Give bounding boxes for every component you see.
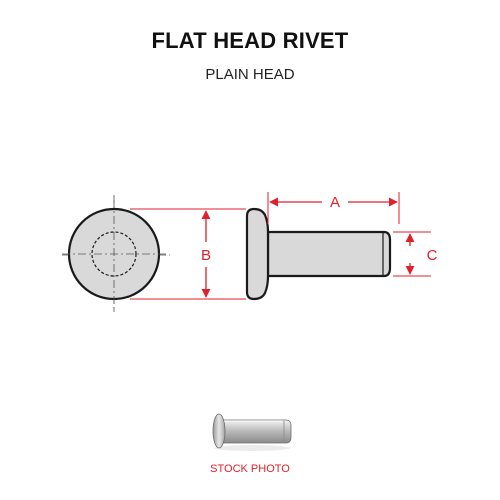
side-view — [245, 207, 392, 301]
dimension-b-label: B — [201, 247, 211, 264]
stock-photo-rivet — [212, 413, 292, 451]
stock-photo-label: STOCK PHOTO — [210, 463, 290, 475]
dimension-a-label: A — [330, 194, 340, 211]
dimension-b: B — [130, 208, 246, 300]
end-view — [62, 195, 170, 312]
rivet-shank — [266, 230, 392, 278]
diagram-title: FLAT HEAD RIVET — [151, 28, 349, 53]
dimension-a: A — [267, 192, 400, 224]
dimension-c-label: C — [427, 247, 438, 264]
rivet-head — [245, 207, 270, 301]
dimension-c: C — [393, 231, 438, 277]
diagram-subtitle: PLAIN HEAD — [205, 66, 295, 83]
shank-hidden-circle — [91, 231, 137, 277]
